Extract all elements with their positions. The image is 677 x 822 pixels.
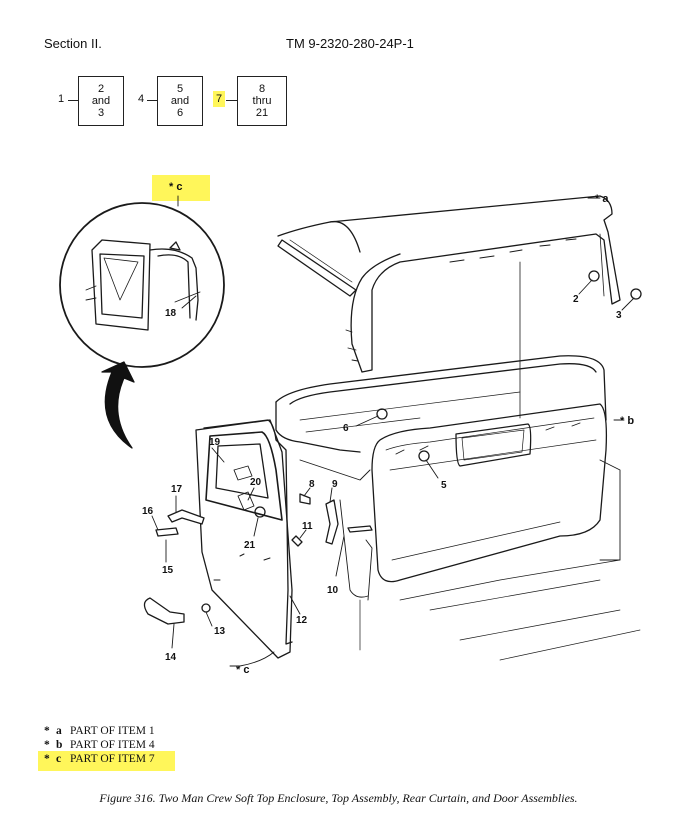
callout-11: 11 [302, 521, 313, 532]
flow-lead-7: 7 [213, 91, 226, 107]
callout-3: 3 [616, 310, 622, 321]
flow-box-3: 8 thru 21 [237, 76, 287, 126]
callout-19: 19 [209, 437, 221, 448]
legend-letter: a [56, 725, 62, 737]
assembly-flow: 1 2 and 3 4 5 and 6 7 8 thru 21 [58, 76, 298, 128]
tm-number: TM 9-2320-280-24P-1 [286, 36, 414, 51]
flow-line [147, 100, 157, 102]
legend-text: PART OF ITEM 4 [70, 739, 155, 751]
legend-row-c: * c PART OF ITEM 7 [38, 751, 175, 771]
callout-2: 2 [573, 294, 579, 305]
callout-6: 6 [343, 423, 349, 434]
flow-line [68, 100, 78, 102]
legend-star: * [44, 725, 50, 737]
callout-15: 15 [162, 565, 174, 576]
callout-21: 21 [244, 540, 256, 551]
flow-box-3-line1: 8 [258, 83, 266, 95]
flow-box-2-line1: 5 [176, 83, 184, 95]
ref-c-detail: * c [169, 181, 182, 193]
flow-box-2: 5 and 6 [157, 76, 203, 126]
callout-5: 5 [441, 480, 447, 491]
callout-16: 16 [142, 506, 154, 517]
callout-14: 14 [165, 652, 177, 663]
rear-curtain-and-body [275, 355, 641, 661]
callout-17: 17 [171, 484, 183, 495]
figure-caption: Figure 316. Two Man Crew Soft Top Enclos… [99, 791, 578, 805]
ref-b: * b [620, 415, 634, 427]
flow-box-1-line3: 3 [97, 107, 105, 119]
callout-20: 20 [250, 477, 262, 488]
door-frame-detail [59, 202, 225, 368]
legend-row-a: * a PART OF ITEM 1 [44, 725, 155, 737]
ref-c-door: * c [236, 664, 249, 676]
leader-lines [151, 195, 635, 667]
section-label: Section II. [44, 36, 102, 51]
legend-letter: b [56, 739, 63, 751]
flow-lead-4: 4 [138, 93, 145, 105]
legend-text: PART OF ITEM 1 [70, 725, 155, 737]
flow-box-1-line2: and [91, 95, 111, 107]
flow-lead-1: 1 [58, 93, 65, 105]
legend-star: * [44, 753, 50, 765]
legend-star: * [44, 739, 50, 751]
flow-box-2-line3: 6 [176, 107, 184, 119]
callout-8: 8 [309, 479, 315, 490]
legend-letter: c [56, 753, 62, 765]
door-assembly [143, 270, 642, 659]
flow-box-3-line2: thru [252, 95, 272, 107]
callout-13: 13 [214, 626, 226, 637]
flow-box-3-line3: 21 [255, 107, 269, 119]
callout-9: 9 [332, 479, 338, 490]
flow-box-1: 2 and 3 [78, 76, 124, 126]
callout-labels: * c * a * b * c 2 3 5 6 8 9 10 11 12 13 … [142, 181, 634, 676]
detail-arrow [101, 361, 135, 449]
callout-18: 18 [165, 308, 177, 319]
top-assembly [277, 195, 621, 419]
detail-ref-highlight [152, 175, 210, 201]
ref-a: * a [595, 193, 609, 205]
flow-box-2-line2: and [170, 95, 190, 107]
flow-line [226, 100, 237, 102]
legend-text: PART OF ITEM 7 [70, 753, 155, 765]
callout-12: 12 [296, 615, 308, 626]
callout-10: 10 [327, 585, 339, 596]
flow-box-1-line1: 2 [97, 83, 105, 95]
legend-row-b: * b PART OF ITEM 4 [44, 739, 155, 751]
